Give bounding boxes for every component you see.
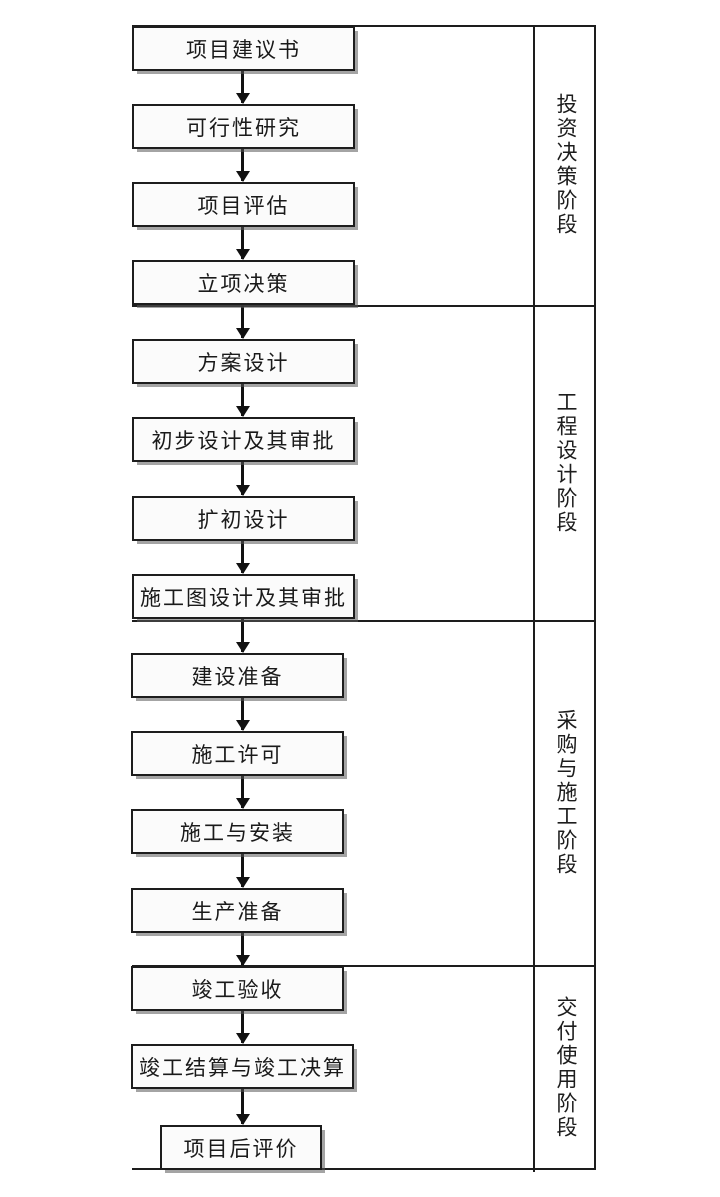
flow-step-label: 竣工结算与竣工决算	[139, 1055, 346, 1080]
flow-step-label: 方案设计	[197, 350, 290, 375]
flow-step-box[interactable]: 施工与安装	[131, 809, 344, 854]
arrow-down-icon	[241, 227, 244, 259]
flow-step-label: 施工图设计及其审批	[140, 585, 347, 610]
phase-label: 交付使用阶段	[535, 965, 596, 1170]
flow-step-label: 扩初设计	[197, 507, 290, 532]
arrow-down-icon	[241, 1011, 244, 1043]
arrow-down-icon	[241, 384, 244, 416]
flow-step-label: 初步设计及其审批	[151, 428, 336, 453]
flow-step-label: 项目建议书	[186, 37, 301, 62]
phase-column-divider	[533, 25, 535, 1172]
phase-label: 投资决策阶段	[535, 25, 596, 305]
flow-step-box[interactable]: 项目建议书	[132, 26, 355, 71]
arrow-down-icon	[241, 149, 244, 181]
flow-step-box[interactable]: 施工许可	[131, 731, 344, 776]
arrow-down-icon	[241, 854, 244, 887]
arrow-down-icon	[241, 698, 244, 730]
flow-step-label: 施工与安装	[180, 820, 295, 845]
flow-step-box[interactable]: 项目评估	[132, 182, 355, 227]
arrow-down-icon	[241, 619, 244, 652]
phase-separator-line	[132, 965, 596, 967]
flow-step-box[interactable]: 扩初设计	[132, 496, 355, 541]
flow-step-box[interactable]: 方案设计	[132, 339, 355, 384]
flow-step-label: 竣工验收	[191, 977, 284, 1002]
flow-step-label: 施工许可	[191, 742, 284, 767]
arrow-down-icon	[241, 1089, 244, 1124]
flow-step-label: 项目评估	[197, 193, 290, 218]
flow-step-box[interactable]: 竣工验收	[131, 966, 344, 1011]
flow-step-box[interactable]: 可行性研究	[132, 104, 355, 149]
flow-step-box[interactable]: 建设准备	[131, 653, 344, 698]
phase-separator-line	[132, 305, 596, 307]
flow-step-box[interactable]: 项目后评价	[160, 1125, 322, 1170]
flow-step-box[interactable]: 初步设计及其审批	[132, 417, 355, 462]
phase-label: 采购与施工阶段	[535, 620, 596, 965]
phase-label-text: 投资决策阶段	[554, 93, 578, 237]
phase-separator-line	[132, 620, 596, 622]
flow-step-label: 生产准备	[191, 899, 284, 924]
phase-label-text: 采购与施工阶段	[554, 708, 578, 877]
phase-label-text: 交付使用阶段	[554, 995, 578, 1140]
flow-step-box[interactable]: 施工图设计及其审批	[132, 574, 355, 619]
flow-step-label: 可行性研究	[186, 115, 301, 140]
flow-step-box[interactable]: 竣工结算与竣工决算	[131, 1044, 354, 1089]
flow-step-box[interactable]: 生产准备	[131, 888, 344, 933]
flow-step-label: 建设准备	[191, 664, 284, 689]
flow-step-label: 项目后评价	[183, 1136, 299, 1161]
phase-label-text: 工程设计阶段	[554, 390, 578, 535]
flow-step-label: 立项决策	[197, 271, 290, 296]
arrow-down-icon	[241, 71, 244, 103]
arrow-down-icon	[241, 462, 244, 495]
arrow-down-icon	[241, 933, 244, 965]
flow-step-box[interactable]: 立项决策	[132, 260, 355, 305]
phase-label: 工程设计阶段	[535, 305, 596, 620]
arrow-down-icon	[241, 541, 244, 573]
arrow-down-icon	[241, 305, 244, 338]
arrow-down-icon	[241, 776, 244, 808]
